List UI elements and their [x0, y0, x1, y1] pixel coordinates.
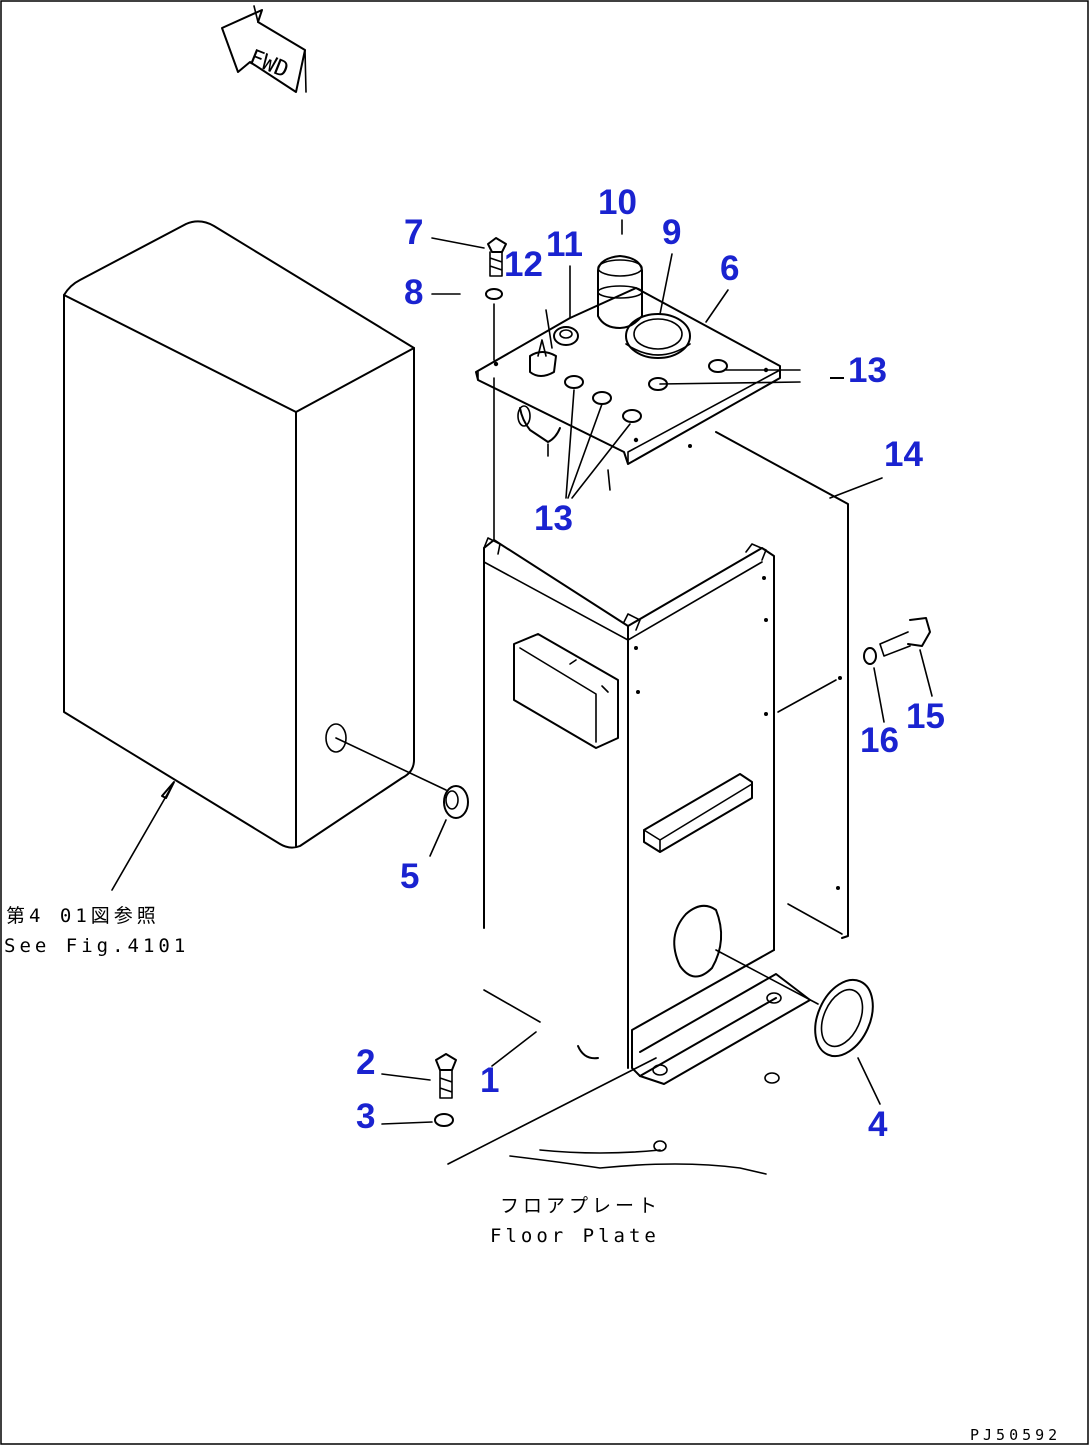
- seal-ring: [814, 978, 874, 1058]
- floor-note-jp: フロアプレート: [500, 1195, 661, 1217]
- side-cover-plate: [688, 431, 849, 939]
- callout-13-right: 13: [848, 351, 887, 390]
- callout-numbers: 1 2 3 4 5 6 7 8 9 10 11 12 13 13 14 15 1…: [356, 183, 945, 1144]
- cover-box: [63, 220, 415, 849]
- callout-13-bottom: 13: [534, 499, 573, 538]
- drawing-code: PJ50592: [970, 1426, 1061, 1444]
- callout-4: 4: [868, 1105, 888, 1144]
- reference-arrow: [111, 781, 175, 891]
- top-plate: [475, 255, 781, 491]
- callout-5: 5: [400, 857, 419, 896]
- callout-7: 7: [404, 213, 423, 252]
- bolt-washer-bottom: [434, 1053, 457, 1127]
- fwd-label: FWD: [246, 45, 292, 83]
- callout-2: 2: [356, 1043, 375, 1082]
- callout-14: 14: [884, 435, 923, 474]
- callout-12: 12: [504, 245, 543, 284]
- leader-lines: [381, 219, 933, 1125]
- box-body: [483, 537, 819, 1085]
- callout-6: 6: [720, 249, 739, 288]
- callout-8: 8: [404, 273, 423, 312]
- reference-note-jp: 第4 01図参照: [6, 905, 160, 927]
- fwd-arrow-icon: FWD: [221, 5, 307, 93]
- callout-15: 15: [906, 697, 945, 736]
- callout-10: 10: [598, 183, 637, 222]
- callout-1: 1: [480, 1061, 499, 1100]
- callout-3: 3: [356, 1097, 375, 1136]
- floor-note-en: Floor Plate: [490, 1225, 660, 1247]
- floor-plate-lines: [447, 1057, 780, 1175]
- bolt-washer-top: [485, 237, 507, 541]
- bolt-washer-side: [863, 617, 931, 665]
- reference-note-en: See Fig.4101: [4, 935, 189, 957]
- callout-11: 11: [546, 225, 583, 264]
- grommet-part: [335, 737, 469, 857]
- callout-16: 16: [860, 721, 899, 760]
- callout-9: 9: [662, 213, 681, 252]
